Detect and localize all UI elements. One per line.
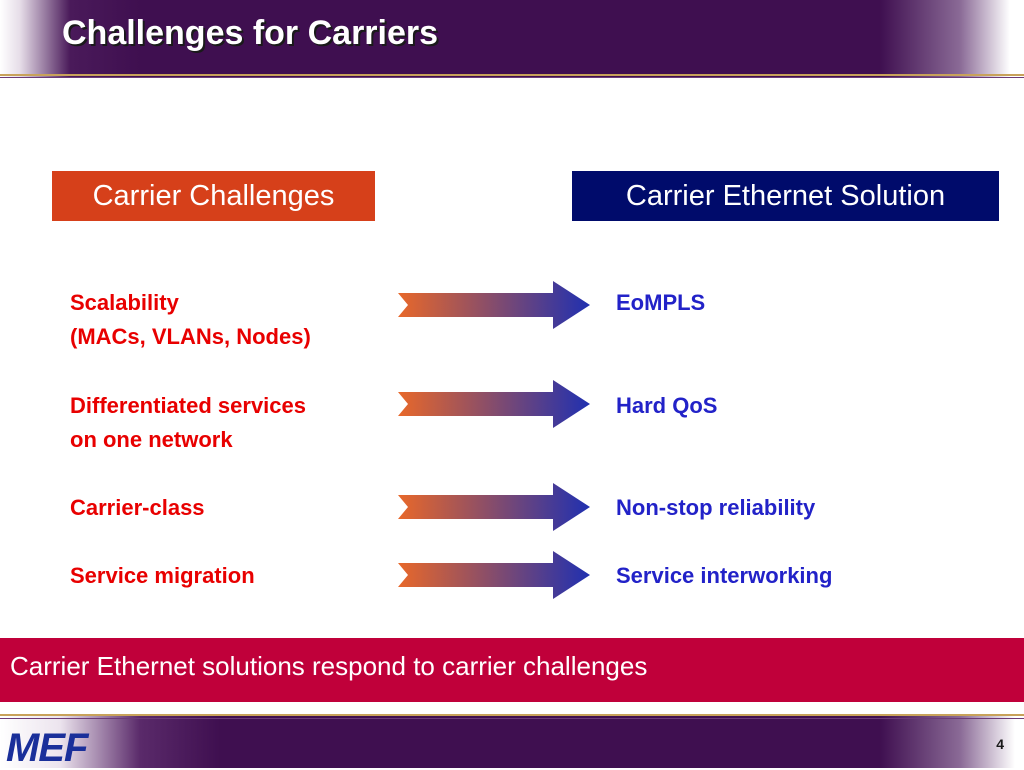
right-arrow-icon — [398, 281, 590, 329]
solution-label: Non-stop reliability — [616, 495, 816, 520]
right-arrow-icon — [398, 551, 590, 599]
right-arrow-icon — [398, 483, 590, 531]
slide-title: Challenges for Carriers — [62, 14, 439, 52]
footer-rule-thin — [0, 718, 1024, 719]
footer-band: MEF 4 — [0, 714, 1024, 768]
carrier-challenges-heading: Carrier Challenges — [52, 171, 375, 221]
solution-label: Hard QoS — [616, 393, 718, 418]
challenge-label-detail: on one network — [70, 427, 233, 452]
summary-banner: Carrier Ethernet solutions respond to ca… — [0, 638, 1024, 702]
challenge-label-detail: (MACs, VLANs, Nodes) — [70, 324, 311, 349]
solution-label: EoMPLS — [616, 290, 706, 315]
challenge-label: Service migration — [70, 563, 255, 588]
carrier-ethernet-solution-heading: Carrier Ethernet Solution — [572, 171, 999, 221]
challenge-label: Differentiated services — [70, 393, 306, 418]
right-arrow-icon — [398, 380, 590, 428]
solution-label: Service interworking — [616, 563, 833, 588]
page-number: 4 — [996, 736, 1004, 752]
title-rule-thin — [0, 77, 1024, 78]
title-band: Challenges for Carriers — [0, 0, 1024, 78]
challenge-label: Scalability — [70, 290, 179, 315]
summary-banner-text: Carrier Ethernet solutions respond to ca… — [10, 651, 648, 681]
mef-logo: MEF — [6, 726, 88, 770]
title-rule — [0, 74, 1024, 76]
footer-rule — [0, 714, 1024, 716]
challenge-label: Carrier-class — [70, 495, 205, 520]
